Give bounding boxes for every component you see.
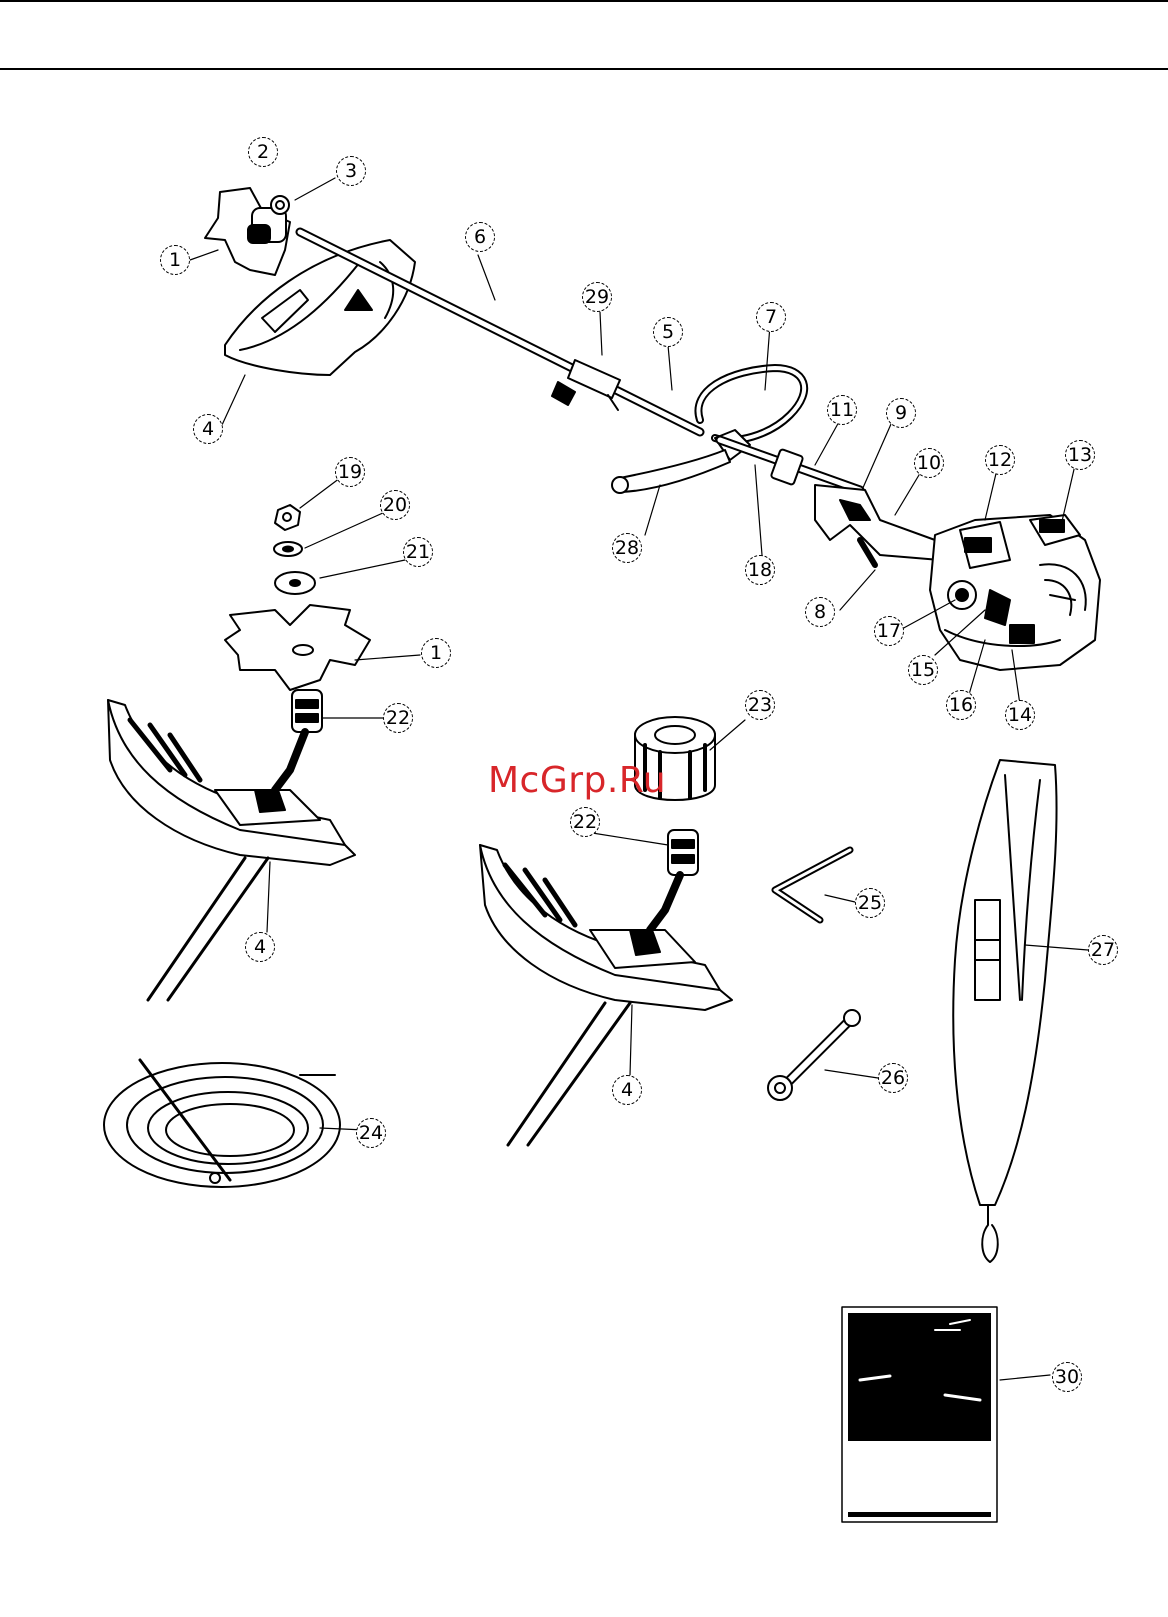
callout-11: 11: [827, 395, 857, 425]
callout-23: 23: [745, 690, 775, 720]
left-grip: [620, 450, 730, 492]
callout-17: 17: [874, 616, 904, 646]
callout-3: 3: [336, 156, 366, 186]
callout-13: 13: [1065, 440, 1095, 470]
line-coil: [104, 1060, 340, 1187]
callout-9: 9: [886, 398, 916, 428]
callout-29: 29: [582, 282, 612, 312]
callout-6: 6: [465, 222, 495, 252]
callout-1: 1: [160, 245, 190, 275]
callout-30: 30: [1052, 1362, 1082, 1392]
callout-8: 8: [805, 597, 835, 627]
callout-1b: 1: [421, 638, 451, 668]
callout-21: 21: [403, 537, 433, 567]
shoulder-strap: [953, 760, 1056, 1262]
blade-kit: [108, 505, 370, 1000]
guard-top: [225, 240, 415, 375]
callout-7: 7: [756, 302, 786, 332]
operator-manual: [842, 1307, 997, 1522]
callout-10: 10: [914, 448, 944, 478]
callout-12: 12: [985, 445, 1015, 475]
callout-24: 24: [356, 1118, 386, 1148]
callout-4: 4: [193, 414, 223, 444]
callout-15: 15: [908, 655, 938, 685]
engine: [930, 515, 1100, 670]
callout-28: 28: [612, 533, 642, 563]
callout-26: 26: [878, 1063, 908, 1093]
callout-5: 5: [653, 317, 683, 347]
callout-2: 2: [248, 137, 278, 167]
callout-27: 27: [1088, 935, 1118, 965]
trimmer-assembly: [205, 188, 1100, 670]
callout-4c: 4: [612, 1075, 642, 1105]
callout-22b: 22: [570, 807, 600, 837]
callout-14: 14: [1005, 700, 1035, 730]
callout-19: 19: [335, 457, 365, 487]
callout-20: 20: [380, 490, 410, 520]
callout-22: 22: [383, 703, 413, 733]
watermark-text: McGrp.Ru: [488, 760, 666, 801]
callout-16: 16: [946, 690, 976, 720]
callout-18: 18: [745, 555, 775, 585]
throttle-handle: [815, 485, 940, 560]
callout-25: 25: [855, 888, 885, 918]
tools: [768, 850, 860, 1100]
callout-4b: 4: [245, 932, 275, 962]
loop-handle: [698, 368, 804, 440]
